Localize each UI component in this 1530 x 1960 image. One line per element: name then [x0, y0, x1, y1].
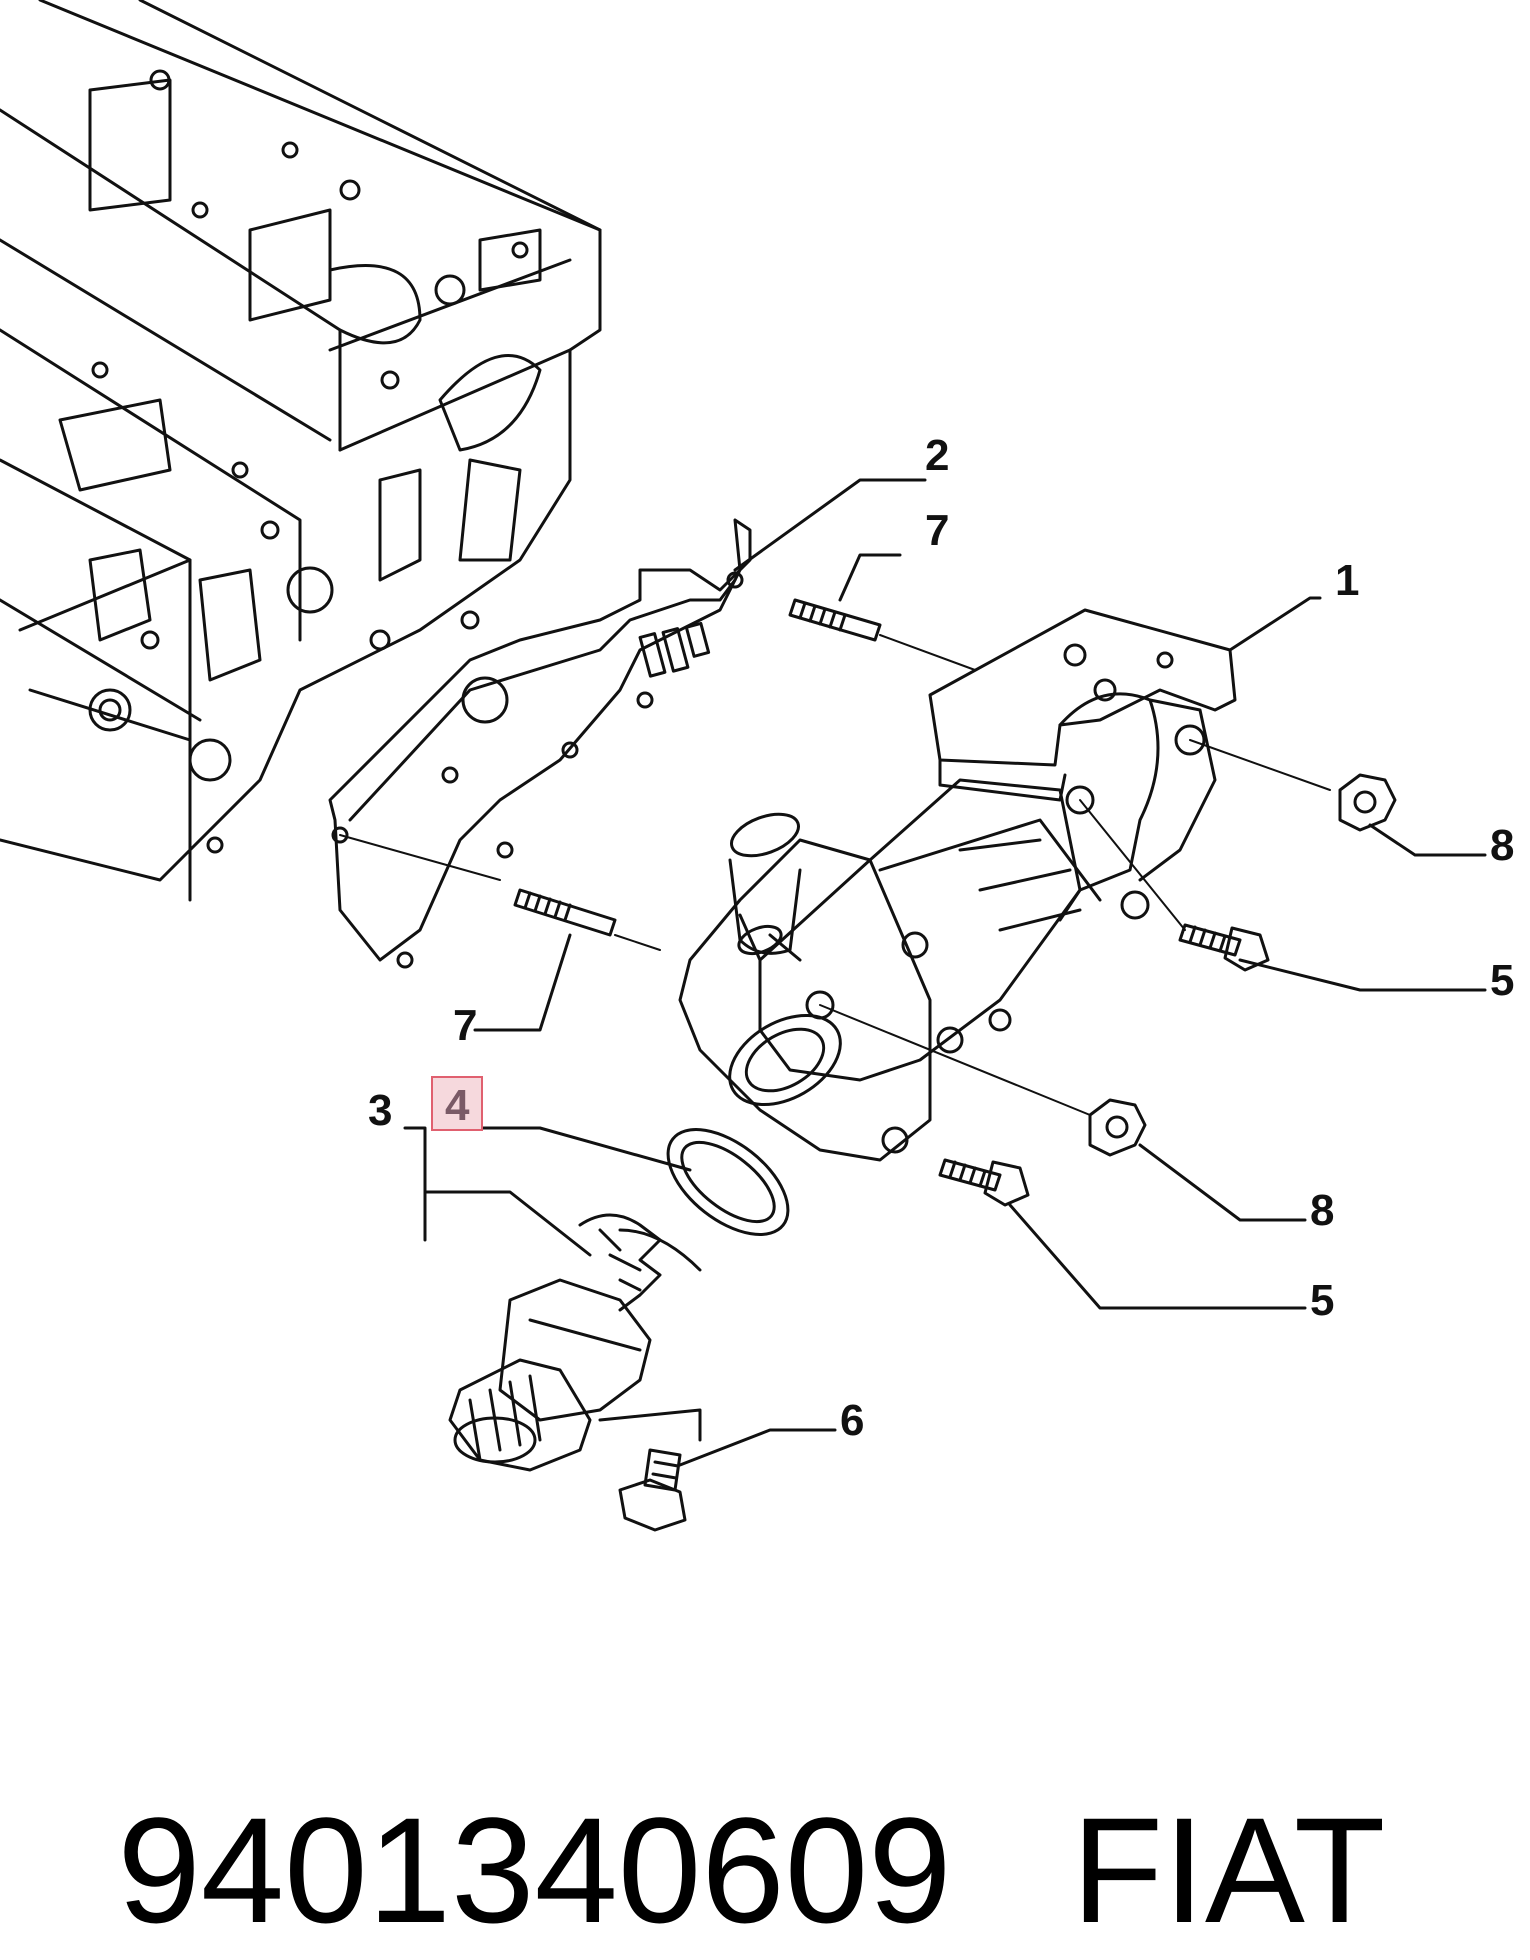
callout-5-upper: 5	[1490, 956, 1514, 1005]
callout-6: 6	[840, 1396, 864, 1445]
callout-8-upper: 8	[1490, 821, 1514, 870]
brand-name: FIAT	[1071, 1786, 1386, 1954]
callout-1: 1	[1335, 556, 1359, 605]
callout-highlight-box	[431, 1076, 483, 1131]
leader-lines	[403, 478, 1487, 1467]
gasket	[328, 518, 752, 969]
callout-5-lower: 5	[1310, 1276, 1334, 1325]
thermostat	[448, 1213, 702, 1472]
callout-7-upper: 7	[925, 506, 949, 555]
thermostat-housing	[678, 608, 1237, 1162]
small-bolt	[618, 1448, 687, 1532]
stud-lower	[513, 888, 617, 937]
callout-2: 2	[925, 431, 949, 480]
part-caption: 9401340609 FIAT	[34, 1600, 1385, 1954]
nut-lower	[1088, 1098, 1147, 1157]
callout-7-lower: 7	[453, 1001, 477, 1050]
bolt-lower	[938, 1158, 1030, 1207]
callout-3: 3	[368, 1086, 392, 1135]
engine-block	[0, 0, 602, 902]
callout-8-lower: 8	[1310, 1186, 1334, 1235]
stud-upper	[788, 598, 882, 642]
exploded-parts-diagram: 2 7 1 8 5 7 3 4 8 5 6	[0, 0, 1514, 1532]
part-number: 9401340609	[117, 1786, 952, 1954]
nut-upper	[1338, 773, 1397, 832]
o-ring-seal	[666, 1128, 790, 1236]
alignment-lines	[339, 634, 1331, 1116]
callout-4: 4	[445, 1081, 470, 1130]
